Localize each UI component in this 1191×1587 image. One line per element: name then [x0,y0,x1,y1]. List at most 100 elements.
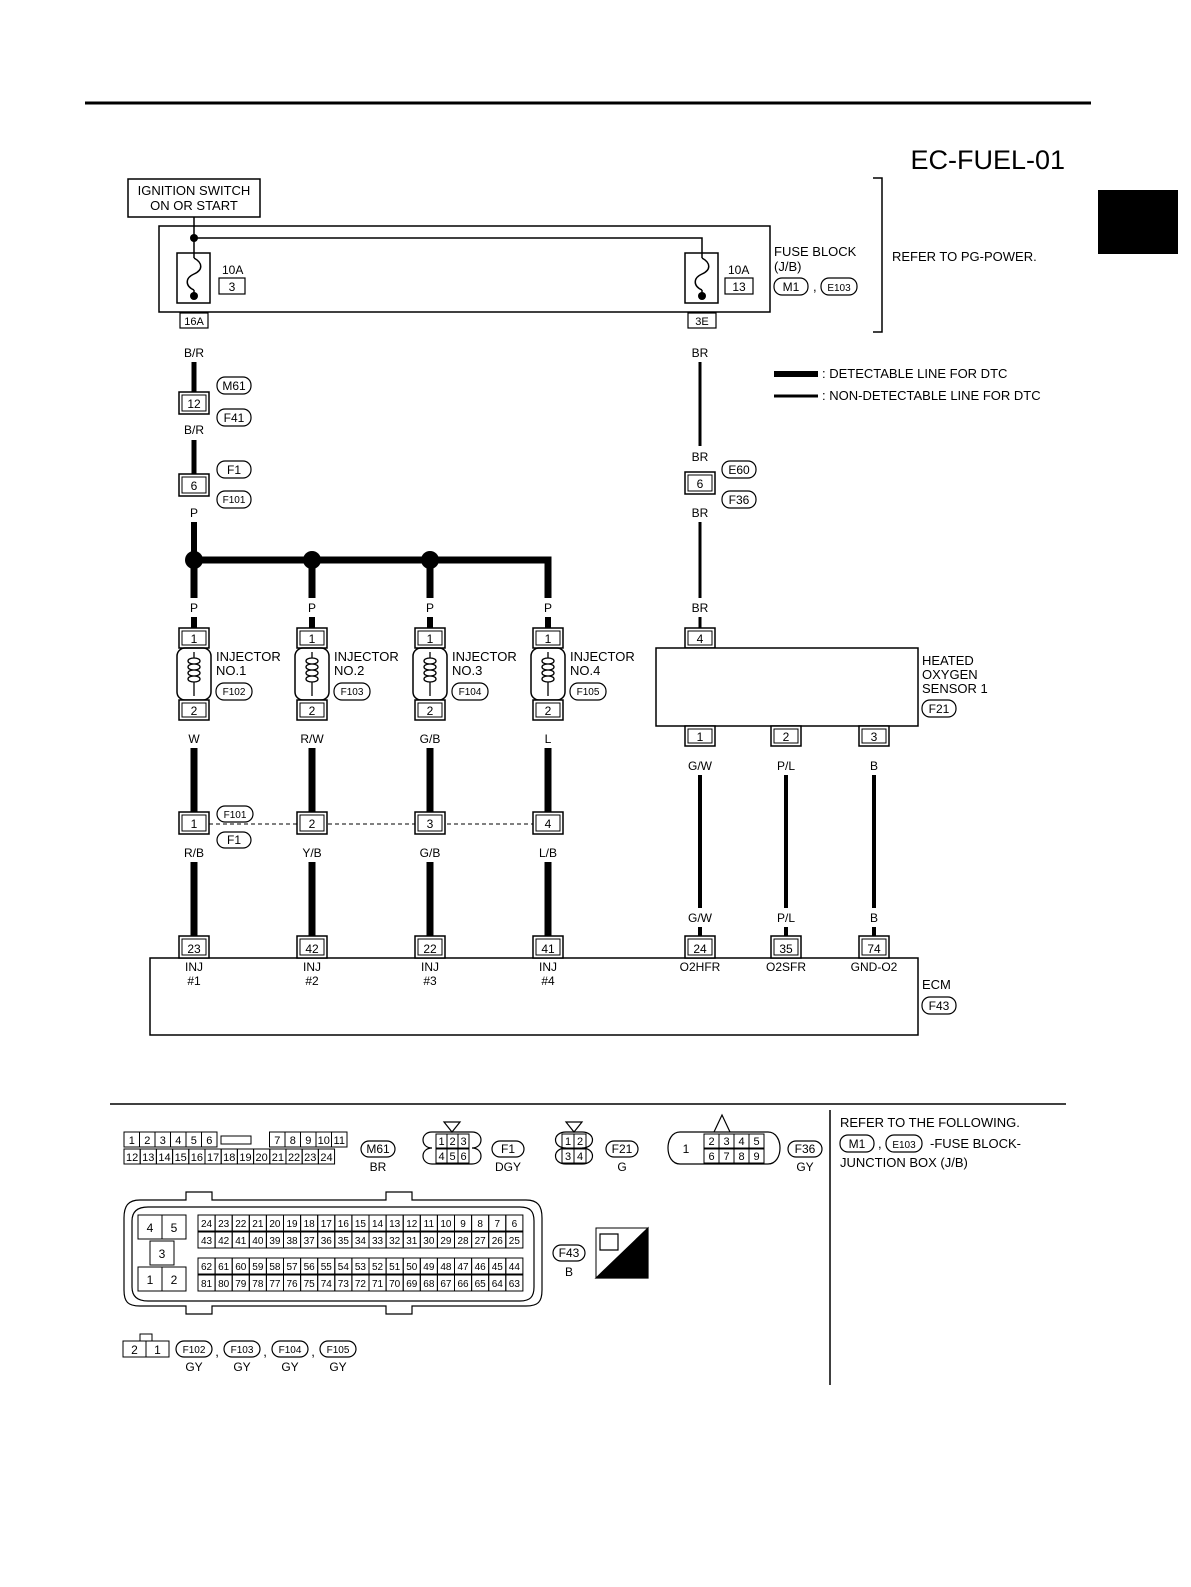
pin-label: 46 [475,1262,487,1273]
pin-label: 12 [126,1152,138,1164]
pin-label: 8 [738,1151,744,1163]
connector-color: BR [370,1160,387,1174]
pin-label: 11 [424,1219,435,1230]
ecm-lbl-inj3-b: #3 [423,974,437,988]
pin-label: 80 [218,1279,230,1290]
connector-color: B [565,1265,573,1279]
refer-conn-e103: E103 [892,1140,916,1151]
wire-br-4: BR [692,450,709,464]
pin-label: 63 [509,1279,521,1290]
conn-f1: F1 [227,463,241,477]
sensor-pin-2: 2 [783,730,790,744]
pin-label: 47 [457,1262,469,1273]
pin-label: 69 [406,1279,418,1290]
pin-label: 58 [269,1262,281,1273]
pin-label: 7 [723,1151,729,1163]
ecm-box [149,957,919,1036]
fuse-block-label: FUSE BLOCK [774,244,857,259]
injector-1: P 1 2 INJECTOR NO.1 F102 W [176,601,281,746]
connector-id: F43 [559,1246,580,1260]
pin-label: 73 [338,1279,350,1290]
wire-pl-2: P/L [777,911,795,925]
wire-ecm-2: Y/B [302,846,321,860]
pin-label: 3 [160,1135,166,1147]
joint-conn-f101: F101 [224,810,247,821]
injector-3: P 1 2 INJECTOR NO.3 F104 G/B [412,601,517,746]
connector-id: F105 [327,1345,350,1356]
pin-label: 4 [577,1151,583,1163]
pin-label: 44 [509,1262,521,1273]
conn-f41: F41 [224,411,245,425]
connector-color: GY [233,1360,250,1374]
connector-id-pill [787,1140,823,1158]
pin-label: 41 [235,1236,247,1247]
inj4-wire-out: L [545,732,552,746]
connector-id: M61 [366,1142,390,1156]
pin-label: 21 [272,1152,284,1164]
hs-icon [594,1226,649,1279]
terminal-3e: 3E [695,316,708,328]
inj1-wire-in: P [190,601,198,615]
legend-detectable: : DETECTABLE LINE FOR DTC [822,366,1007,381]
ecm-pin-23: 23 [187,942,201,956]
connector-outline [422,1131,482,1165]
wire-ecm-3: G/B [420,846,441,860]
pin-label: 2 [171,1273,178,1287]
pin-label: 1 [565,1136,571,1148]
pin-label: 35 [338,1236,350,1247]
connector-key-icon [564,1121,584,1133]
pin-label: 7 [494,1219,500,1230]
ecm-name: ECM [922,977,951,992]
conn-f36: F36 [729,493,750,507]
section-tab [1098,190,1178,254]
inj3-name1: INJECTOR [452,649,517,664]
pin-label: 4 [738,1136,744,1148]
sensor-name3: SENSOR 1 [922,681,988,696]
inj1-name2: NO.1 [216,663,246,678]
fuse-block-conn-b: E103 [827,283,851,294]
f43-inner [131,1206,535,1302]
pin-label: 50 [406,1262,418,1273]
wire-br-1: B/R [184,346,204,360]
sensor-pin-3: 3 [871,730,878,744]
pin-label: 4 [438,1151,444,1163]
pin-label: 6 [460,1151,466,1163]
pin-label: 31 [406,1236,418,1247]
pin-label: 6 [708,1151,714,1163]
pin-label: 6 [512,1219,518,1230]
pin-label: 45 [492,1262,504,1273]
pin-label: 23 [218,1219,230,1230]
pin-label: 5 [171,1221,178,1235]
inj1-conn: F102 [223,687,246,698]
pin-label: 1 [438,1136,444,1148]
pin-label: 23 [304,1152,316,1164]
sensor-conn: F21 [929,702,950,716]
pin-label: 55 [321,1262,333,1273]
pin-label: 24 [320,1152,332,1164]
connector-id-pill [175,1340,213,1358]
pin-label: 20 [269,1219,281,1230]
pin-label: 8 [290,1135,296,1147]
inj2-pin-top: 1 [309,632,316,646]
fuse-13-body [684,252,719,304]
connector-latch [139,1333,153,1342]
ecm-lbl-inj3-a: INJ [421,960,439,974]
pin-label: 4 [147,1221,154,1235]
joint-conn-f1: F1 [227,833,241,847]
inj1-wire-out: W [188,732,200,746]
inj3-wire-in: P [426,601,434,615]
ecm-lbl-inj2-a: INJ [303,960,321,974]
pin-label: 26 [492,1236,504,1247]
pin-label: 6 [206,1135,212,1147]
ecm-conn: F43 [929,999,950,1013]
pin-label: 1 [147,1273,154,1287]
fuse-block-box [158,225,771,313]
terminal-16a: 16A [184,316,204,328]
inj1-pin-bot: 2 [191,704,198,718]
pin-label: 27 [475,1236,487,1247]
ecm-lbl-o2hfr: O2HFR [680,960,721,974]
wire-gw-1: G/W [688,759,713,773]
coil-icon [423,652,437,696]
ecm-lbl-inj4-b: #4 [541,974,555,988]
